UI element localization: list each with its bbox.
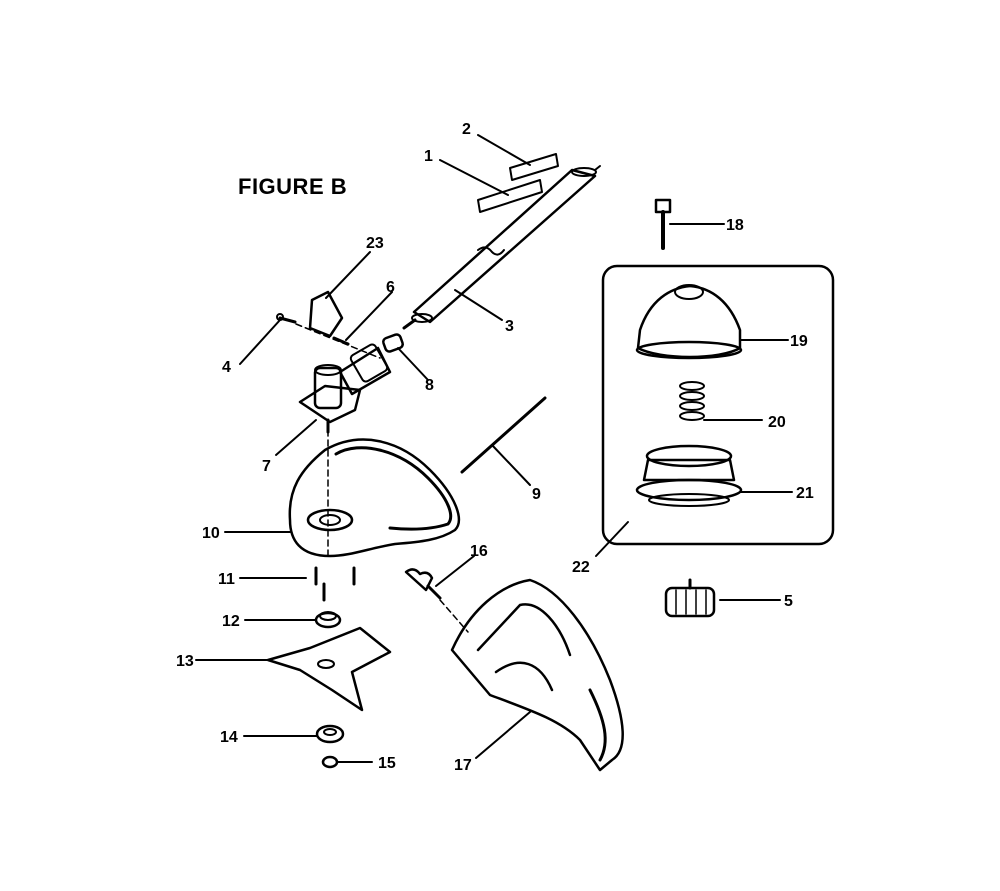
screw-6 [332, 336, 350, 346]
callout-12: 12 [222, 613, 240, 630]
callout-2: 2 [462, 121, 471, 138]
callout-3: 3 [505, 318, 514, 335]
rod [460, 396, 547, 474]
callout-7: 7 [262, 458, 271, 475]
wing-bolt [404, 568, 442, 600]
guard-screws [314, 566, 356, 602]
callout-1: 1 [424, 148, 433, 165]
callout-9: 9 [532, 486, 541, 503]
gear-head [298, 343, 392, 434]
lower-collar [315, 724, 345, 744]
drive-shaft-tube [402, 165, 601, 330]
callout-21: 21 [796, 485, 814, 502]
bump-knob [664, 578, 716, 618]
decal-label-1 [477, 179, 543, 213]
callout-15: 15 [378, 755, 396, 772]
trimmer-head-box [601, 264, 835, 546]
blade [266, 626, 392, 712]
leader-lines [195, 134, 793, 763]
callout-4: 4 [222, 359, 231, 376]
callout-18: 18 [726, 217, 744, 234]
callout-6: 6 [386, 279, 395, 296]
callout-10: 10 [202, 525, 220, 542]
spring [679, 381, 705, 421]
callout-19: 19 [790, 333, 808, 350]
callout-labels: 1 2 3 4 5 6 7 8 9 10 11 12 13 14 15 16 1… [176, 121, 814, 774]
spool-cover [635, 284, 743, 360]
callout-13: 13 [176, 653, 194, 670]
guard [288, 438, 461, 558]
upper-collar [314, 611, 342, 629]
callout-8: 8 [425, 377, 434, 394]
bushing [382, 333, 404, 353]
bolt [654, 198, 672, 250]
spool [635, 444, 743, 507]
callout-20: 20 [768, 414, 786, 431]
clamp [308, 290, 344, 338]
callout-5: 5 [784, 593, 793, 610]
callout-17: 17 [454, 757, 472, 774]
nut [321, 755, 339, 769]
callout-22: 22 [572, 559, 590, 576]
figure-title: FIGURE B [238, 174, 348, 199]
callout-14: 14 [220, 729, 238, 746]
shield [450, 578, 624, 772]
callout-23: 23 [366, 235, 384, 252]
callout-11: 11 [218, 571, 235, 588]
decal-label-2 [509, 153, 559, 181]
callout-16: 16 [470, 543, 488, 560]
